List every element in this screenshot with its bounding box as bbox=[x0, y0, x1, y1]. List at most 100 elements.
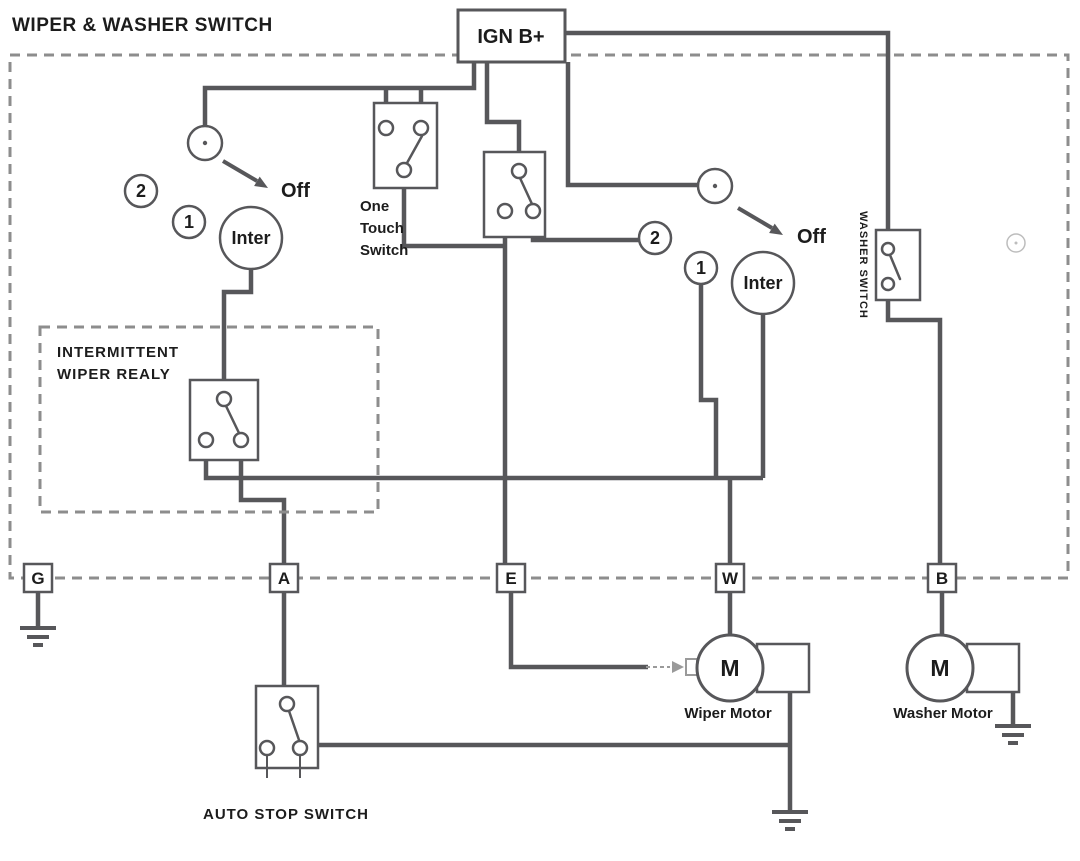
wire-ign-to-left-rotary bbox=[202, 62, 477, 126]
intermittent-relay-label-line2: WIPER REALY bbox=[57, 366, 171, 383]
terminal-g-label: G bbox=[31, 569, 44, 588]
position-1-left-label: 1 bbox=[184, 212, 194, 232]
contact-terminal bbox=[258, 739, 276, 757]
rotary-contact-icon bbox=[1006, 233, 1026, 253]
contact-terminal bbox=[510, 162, 528, 180]
unused-contact bbox=[1006, 233, 1026, 253]
position-2-right-label: 2 bbox=[650, 228, 660, 248]
intermittent-relay-label-line1: INTERMITTENT bbox=[57, 344, 179, 361]
contact-terminal bbox=[232, 431, 250, 449]
terminal-a-box bbox=[268, 562, 300, 594]
auto-stop-switch bbox=[254, 684, 320, 778]
terminal-w-label: W bbox=[722, 569, 739, 588]
wiper-contact-box bbox=[482, 150, 547, 239]
contact-terminal bbox=[278, 695, 296, 713]
switch-assembly-boundary bbox=[8, 53, 1070, 580]
contact-terminal bbox=[291, 739, 309, 757]
terminal-e-box bbox=[495, 562, 527, 594]
wire-ign-to-right-rotary bbox=[565, 62, 699, 188]
washer-motor-m-label: M bbox=[930, 655, 949, 681]
position-2-left-circle bbox=[123, 173, 159, 209]
contact-terminal bbox=[377, 119, 395, 137]
contact-terminal bbox=[395, 161, 413, 179]
position-inter-right-circle bbox=[730, 250, 796, 316]
washer-motor bbox=[905, 633, 1021, 703]
right-rotary-contact bbox=[696, 167, 734, 205]
contact-dot bbox=[712, 183, 718, 189]
selector-arrow-right bbox=[736, 206, 783, 235]
contact-terminal bbox=[524, 202, 542, 220]
contact-terminal bbox=[880, 241, 896, 257]
contact-terminal bbox=[197, 431, 215, 449]
ign-b-plus-label: IGN B+ bbox=[477, 26, 544, 48]
one-touch-label-line3: Switch bbox=[360, 242, 408, 259]
ground-symbol-wiper-motor bbox=[772, 810, 808, 831]
connector-plug-icon bbox=[685, 658, 698, 676]
connector-arrow-icon bbox=[672, 661, 684, 673]
wiper-motor-connector bbox=[646, 658, 698, 676]
arrow-head-icon bbox=[254, 176, 268, 188]
one-touch-switch bbox=[372, 101, 439, 190]
wire-relay-to-w-bus bbox=[203, 447, 763, 481]
relay-contact-block bbox=[188, 378, 260, 462]
selector-arrow-left bbox=[221, 159, 268, 188]
position-2-right-circle bbox=[637, 220, 673, 256]
contact-terminal bbox=[412, 119, 430, 137]
wiper-motor-label: Wiper Motor bbox=[684, 705, 772, 722]
terminal-b-label: B bbox=[936, 569, 948, 588]
wire-pos1-right-down bbox=[698, 284, 719, 478]
switch-blade bbox=[888, 253, 902, 281]
position-1-right-label: 1 bbox=[696, 258, 706, 278]
contact-terminal bbox=[880, 276, 896, 292]
switch-blade bbox=[287, 709, 301, 742]
wiper-motor bbox=[695, 633, 811, 703]
position-inter-left-label: Inter bbox=[231, 228, 270, 248]
off-label-right: Off bbox=[797, 226, 826, 248]
washer-motor-label: Washer Motor bbox=[893, 705, 993, 722]
wire-ign-to-wiper-contact bbox=[484, 62, 522, 154]
one-touch-label-line1: One bbox=[360, 198, 389, 215]
ground-symbol-g bbox=[20, 626, 56, 647]
arrow-shaft bbox=[736, 206, 774, 230]
wire-relay-to-a bbox=[238, 447, 287, 566]
position-1-right-circle bbox=[683, 250, 719, 286]
one-touch-label-line2: Touch bbox=[360, 220, 404, 237]
position-inter-right-label: Inter bbox=[743, 273, 782, 293]
washer-motor-body bbox=[965, 642, 1021, 694]
wire-ign-to-washer-switch bbox=[564, 30, 891, 243]
position-2-left-label: 2 bbox=[136, 181, 146, 201]
terminal-e-label: E bbox=[505, 569, 516, 588]
switch-blade bbox=[224, 404, 241, 435]
arrow-shaft bbox=[221, 159, 259, 183]
wiper-motor-body bbox=[755, 642, 811, 694]
wiper-motor-m-label: M bbox=[720, 655, 739, 681]
wire-e-to-wipermotor bbox=[508, 592, 648, 670]
washer-switch-label: WASHER SWITCH bbox=[857, 211, 869, 319]
off-label-left: Off bbox=[281, 180, 310, 202]
left-rotary-contact bbox=[186, 124, 224, 162]
wiper-switch-contact-block bbox=[482, 150, 547, 239]
contact-dot bbox=[202, 140, 208, 146]
wire-onetouch-output bbox=[401, 183, 505, 249]
arrow-head-icon bbox=[769, 223, 783, 235]
washer-motor-circle bbox=[905, 633, 975, 703]
terminal-b-box bbox=[926, 562, 958, 594]
contact-terminal bbox=[215, 390, 233, 408]
wire-washer-switch-to-b bbox=[885, 290, 943, 566]
position-inter-left-circle bbox=[218, 205, 284, 271]
wire-inter-left-to-relay bbox=[221, 269, 254, 392]
diagram-title: WIPER & WASHER SWITCH bbox=[12, 15, 273, 36]
switch-blade bbox=[405, 134, 424, 165]
auto-stop-switch-label: AUTO STOP SWITCH bbox=[203, 806, 369, 823]
terminal-w-box bbox=[714, 562, 746, 594]
intermittent-relay-boundary bbox=[38, 325, 380, 514]
terminal-a-label: A bbox=[278, 569, 290, 588]
ground-symbol-washer-motor bbox=[995, 724, 1031, 745]
terminal-g-box bbox=[22, 562, 54, 594]
washer-switch bbox=[874, 228, 922, 302]
position-1-left-circle bbox=[171, 204, 207, 240]
switch-blade bbox=[518, 176, 534, 206]
ign-b-plus-box bbox=[456, 8, 567, 64]
